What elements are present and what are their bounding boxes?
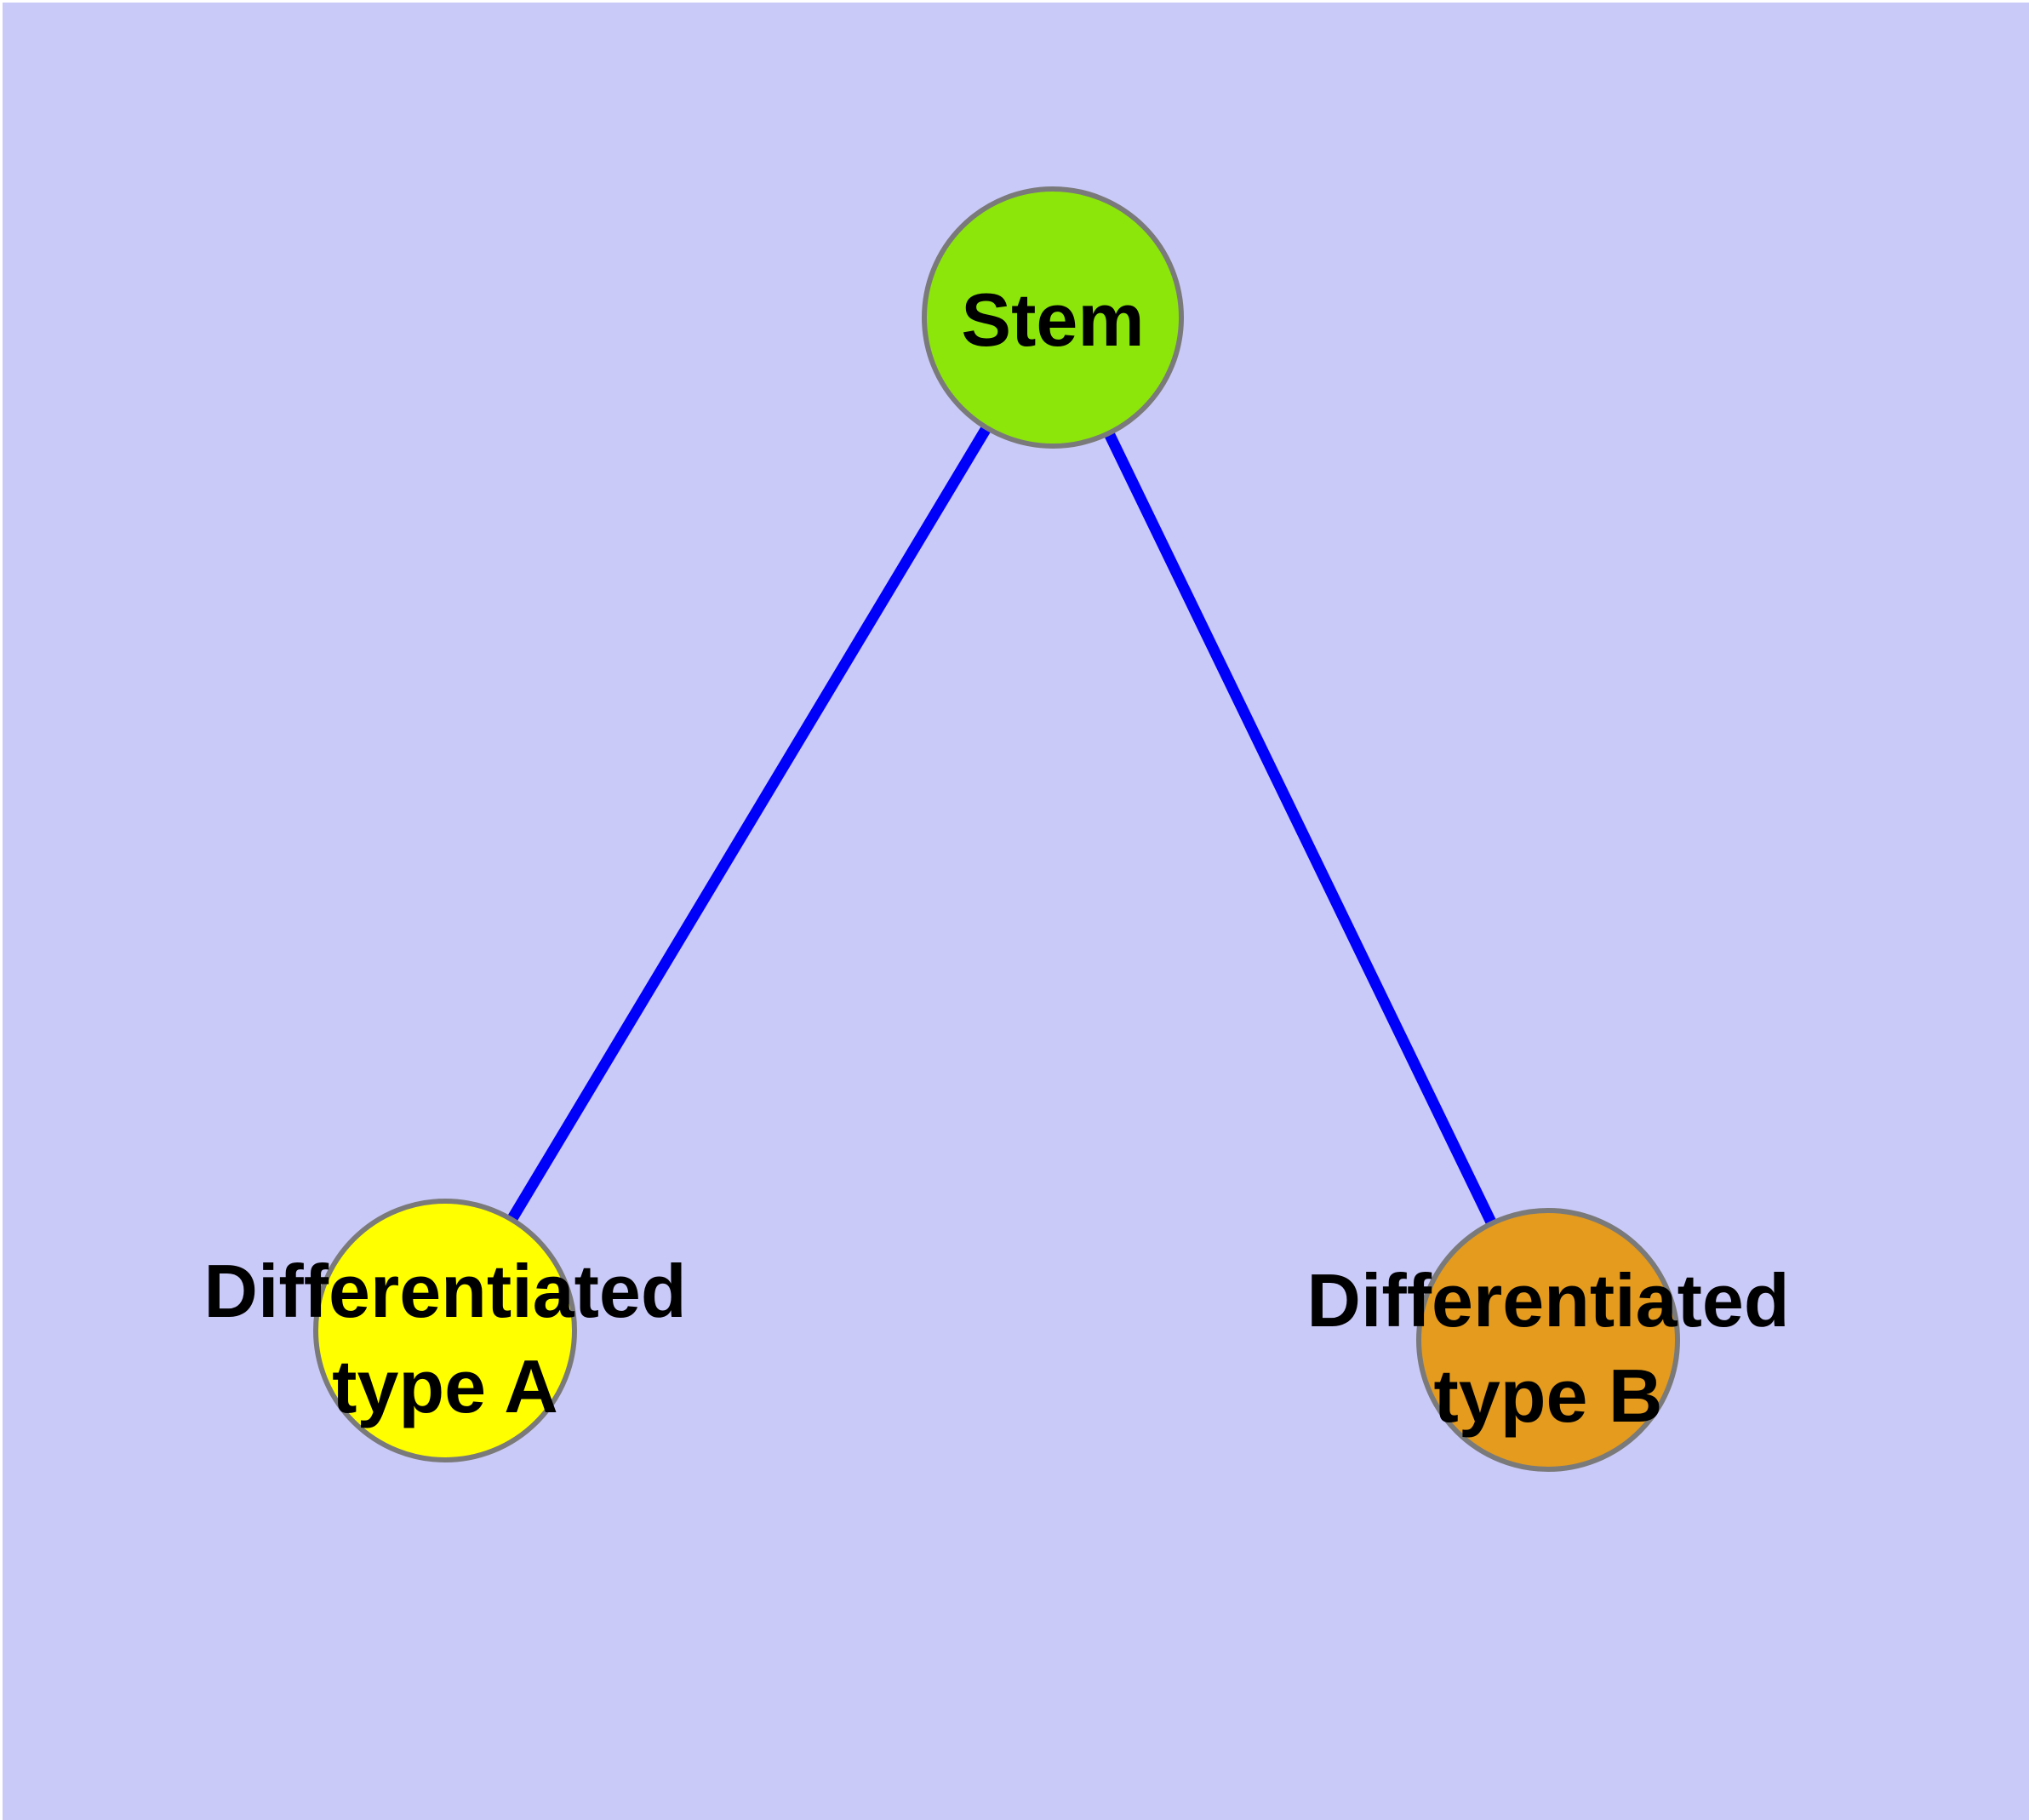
node-differentiated-type-a-label-line1: Differentiated: [203, 1249, 686, 1333]
node-differentiated-type-b-label-line1: Differentiated: [1306, 1258, 1789, 1342]
edge-stem-to-type-a: [440, 314, 1058, 1334]
node-stem-label: Stem: [961, 278, 1144, 362]
node-differentiated-type-b-label-line2: type B: [1434, 1354, 1663, 1438]
edge-stem-to-type-b: [1048, 315, 1553, 1342]
node-differentiated-type-a-label-line2: type A: [332, 1344, 558, 1428]
node-stem: [922, 186, 1184, 449]
node-differentiated-type-b: [1416, 1208, 1680, 1472]
node-differentiated-type-a: [313, 1199, 577, 1462]
